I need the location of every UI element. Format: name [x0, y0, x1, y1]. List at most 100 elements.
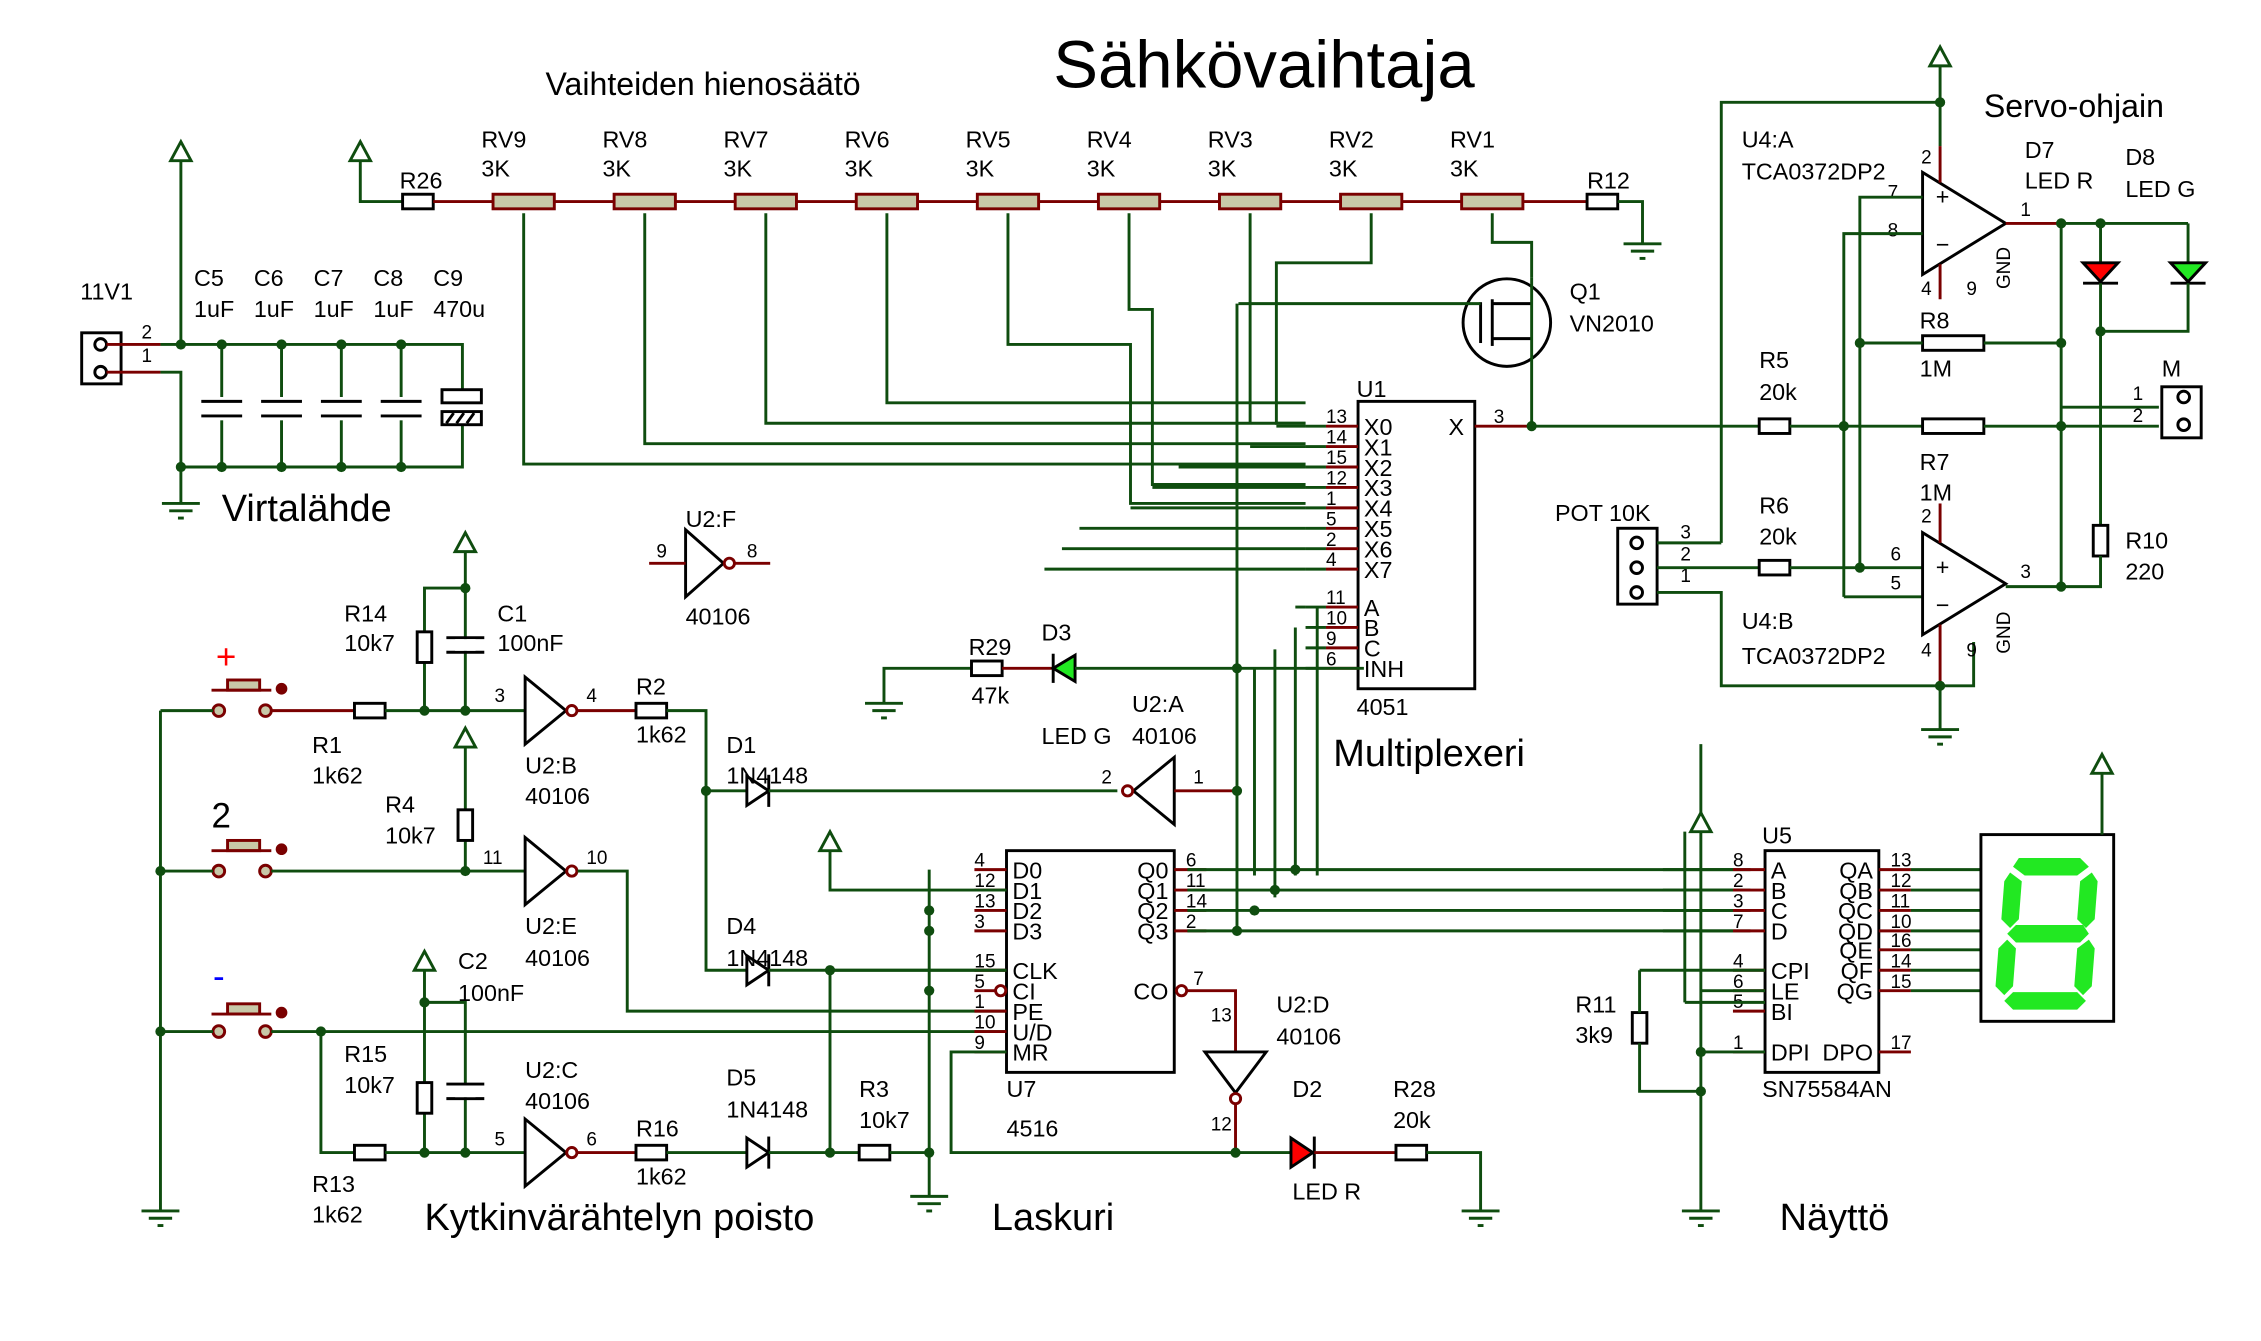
power-rail-icon	[1688, 809, 1714, 834]
resistor-r13	[353, 1143, 387, 1162]
resistor-value: 1k62	[636, 722, 687, 748]
opamp-u4b	[1921, 530, 2009, 638]
ic-ref: U1	[1357, 376, 1387, 402]
mosfet-q1: Q1 VN2010	[1238, 277, 1654, 424]
button-two-label: 2	[212, 796, 231, 835]
opamp-part: TCA0372DP2	[1742, 159, 1886, 185]
capacitor-c8	[380, 339, 422, 473]
cap-ref: C6	[254, 265, 284, 291]
cap-ref: C8	[373, 265, 403, 291]
potentiometer-rv6[interactable]	[854, 192, 919, 211]
pot-value: 3K	[1208, 156, 1237, 182]
potentiometer-rv2[interactable]	[1339, 192, 1404, 211]
mosfet-part: VN2010	[1570, 310, 1654, 336]
resistor-r15	[415, 1081, 434, 1115]
opamp-ref: U4:B	[1742, 608, 1794, 634]
ic-pin-name: X2	[1364, 455, 1393, 481]
resistor-value: 10k7	[385, 822, 436, 848]
capacitor-c5	[201, 339, 243, 473]
capacitor-c9-electrolytic	[440, 388, 483, 427]
ic-pin-name: INH	[1364, 656, 1404, 682]
resistor-ref: R6	[1759, 493, 1789, 519]
push-button-plus[interactable]	[211, 678, 288, 718]
ic-pin-name: QF	[1841, 958, 1873, 984]
cap-ref: C9	[433, 265, 463, 291]
pot-value: 3K	[602, 156, 631, 182]
resistor-r8	[1921, 334, 1986, 352]
potentiometer-rv8[interactable]	[612, 192, 677, 211]
gate-part: 40106	[686, 604, 751, 630]
ground-icon	[141, 1209, 180, 1227]
pot-ref: RV7	[724, 127, 769, 153]
cap-value: 100nF	[497, 630, 563, 656]
gate-part: 40106	[525, 945, 590, 971]
pin-number: 2	[1101, 768, 1112, 789]
ic-pin-number: 1	[974, 992, 985, 1013]
ic-pin-number: 11	[1890, 892, 1910, 913]
potentiometer-rv5[interactable]	[975, 192, 1041, 211]
pot-ref: RV9	[481, 127, 526, 153]
gate-ref: U2:A	[1132, 691, 1184, 717]
ic-pin-name: X1	[1364, 434, 1393, 460]
diode-ref: D2	[1292, 1076, 1322, 1102]
resistor-ref: R4	[385, 792, 415, 818]
pin-number: 1	[1680, 566, 1691, 587]
ic-pin-number: 12	[1890, 871, 1911, 892]
ic-pin-number: 3	[1733, 892, 1744, 913]
ic-pin-number: 13	[1890, 851, 1911, 872]
ic-pin-name: MR	[1012, 1040, 1048, 1066]
button-minus-label: -	[213, 957, 225, 996]
power-rail-icon	[347, 138, 373, 163]
mosfet-ref: Q1	[1570, 278, 1601, 304]
ic-pin-number: 9	[1326, 629, 1337, 650]
resistor-ref: R1	[312, 732, 342, 758]
pot-ref: RV1	[1450, 127, 1495, 153]
potentiometer-rv4[interactable]	[1096, 192, 1162, 211]
resistor-value: 220	[2125, 558, 2164, 584]
ground-icon	[1681, 1209, 1720, 1227]
inverter-u2b	[523, 673, 569, 748]
gate-ref: U2:C	[525, 1057, 578, 1083]
diode-ref: D3	[1042, 620, 1072, 646]
ic-pin-name: DPI	[1771, 1040, 1810, 1066]
cap-value: 1uF	[314, 296, 354, 322]
pin-number: 5	[495, 1129, 506, 1150]
ic-pin-number: 3	[1494, 407, 1505, 428]
resistor-value: 20k	[1759, 523, 1797, 549]
cap-ref: C2	[458, 948, 488, 974]
pot-10k-connector[interactable]	[1616, 526, 1659, 606]
potentiometer-rv7[interactable]	[733, 192, 798, 211]
ic-pin-name: CO	[1133, 978, 1168, 1004]
ic-pin-name: CPI	[1771, 958, 1810, 984]
cap-value: 100nF	[458, 980, 524, 1006]
pot-ref: RV3	[1208, 127, 1253, 153]
ic-pin-number: 4	[974, 851, 985, 872]
diode-value: 1N4148	[726, 763, 808, 789]
resistor-ref: R15	[344, 1041, 387, 1067]
diode-ref: D7	[2025, 137, 2055, 163]
potentiometer-rv1[interactable]	[1460, 192, 1525, 211]
resistor-r11	[1630, 1011, 1649, 1045]
resistor-r16	[634, 1143, 669, 1162]
resistor-r10	[2091, 523, 2110, 558]
potentiometer-rv3[interactable]	[1218, 192, 1283, 211]
ic-pin-number: 2	[1326, 530, 1337, 551]
ic-ref: U7	[1007, 1076, 1037, 1102]
potentiometer-rv9[interactable]	[491, 192, 556, 211]
resistor-value: 10k7	[344, 630, 395, 656]
ic-pin-number: 14	[1186, 892, 1207, 913]
diode-value: LED G	[1042, 723, 1112, 749]
ic-pin-name: C	[1364, 636, 1381, 662]
ic-pin-number: 12	[974, 871, 995, 892]
ic-pin-name: Q0	[1137, 857, 1168, 883]
pin-number: 2	[141, 323, 152, 344]
ic-pin-number: 11	[1326, 588, 1346, 609]
seven-segment-digit	[1995, 857, 2098, 1010]
diode-ref: D4	[726, 913, 756, 939]
push-button-two[interactable]	[211, 838, 288, 879]
ic-pin-number: 15	[974, 951, 995, 972]
pin-number: 3	[2020, 562, 2031, 583]
diode-ref: D8	[2125, 144, 2155, 170]
resistor-r14	[415, 630, 434, 664]
